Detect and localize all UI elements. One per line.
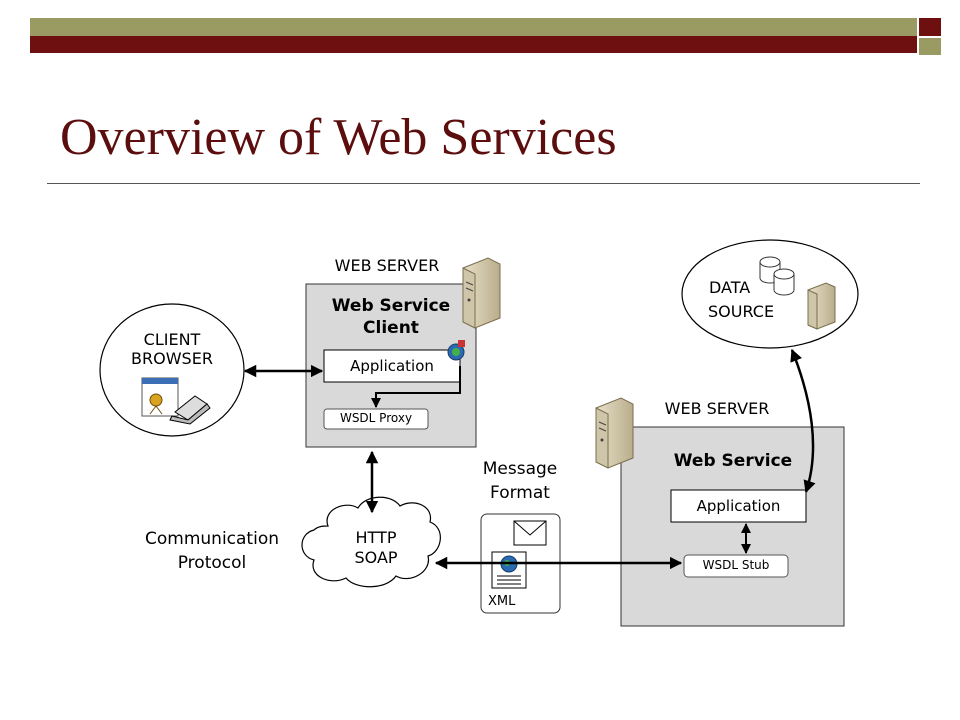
communication-protocol-line2: Protocol [177,553,247,573]
client-label-line1: CLIENT [143,330,201,349]
data-source-label-line2: SOURCE [708,302,775,321]
web-service-client-title: Web Service Client [306,295,476,339]
xml-document-icon [491,551,527,589]
server-tower-icon [807,282,836,330]
data-source-label-line1: DATA [709,278,751,297]
message-format-line2: Format [490,483,550,503]
database-icon [759,256,795,296]
message-format-line1: Message [482,459,558,479]
data-source-label: DATA SOURCE [700,276,800,324]
web-service-title: Web Service [673,451,793,471]
server-tower-icon [462,257,501,329]
wsdl-stub-box [683,554,789,578]
http-soap-cloud [301,496,441,588]
title-divider [47,183,920,184]
server-tower-icon [595,397,634,469]
xml-label: XML [488,594,516,609]
http-label: HTTP [355,528,397,547]
client-label-line2: BROWSER [131,349,213,368]
wsdl-stub-label: WSDL Stub [702,558,770,572]
wsdl-proxy-box [323,408,429,430]
service-application-box [670,489,807,523]
client-application-box [323,349,461,383]
app-to-proxy-connector [371,366,461,408]
corner-square-red [919,18,941,36]
header-bar [30,18,917,36]
wsdl-proxy-label: WSDL Proxy [339,411,413,425]
web-service-client-title-line2: Client [363,318,419,338]
service-web-server-label: WEB SERVER [664,399,770,418]
corner-square-olive [919,38,941,55]
web-gear-icon-client [447,340,465,361]
page-title: Overview of Web Services [60,109,617,166]
communication-protocol-label: Communication Protocol [132,527,292,575]
web-service-client-title-line1: Web Service [331,296,451,316]
http-soap-label: HTTP SOAP [336,528,416,568]
envelope-icon [513,520,547,546]
communication-protocol-line1: Communication [145,529,279,549]
client-label: CLIENT BROWSER [122,330,222,368]
header-band [30,36,917,53]
message-format-label: Message Format [470,457,570,505]
client-application-label: Application [350,357,434,375]
client-web-server-label: WEB SERVER [334,256,440,275]
browser-laptop-icon [141,377,211,425]
soap-label: SOAP [354,548,398,567]
service-application-label: Application [696,497,781,515]
app-to-datasource-arrow [790,348,816,494]
